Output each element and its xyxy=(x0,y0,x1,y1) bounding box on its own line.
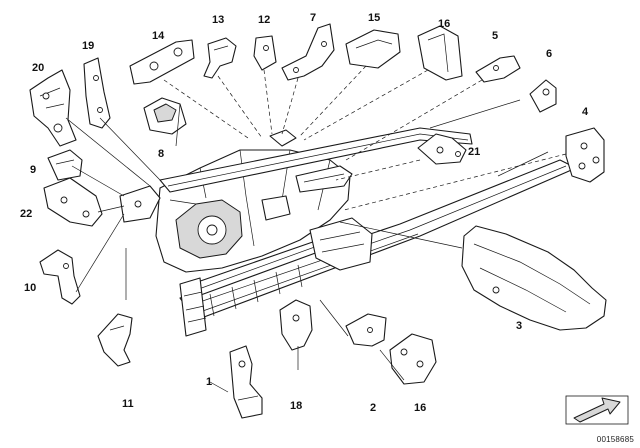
callout-3: 3 xyxy=(516,320,523,332)
callout-18: 18 xyxy=(290,400,303,412)
part-18 xyxy=(279,299,313,351)
diagram-part-number: 00158685 xyxy=(596,435,634,444)
part-21 xyxy=(417,133,467,165)
part-14 xyxy=(129,39,195,85)
callout-1: 1 xyxy=(206,376,213,388)
part-4 xyxy=(565,127,605,183)
callout-15: 15 xyxy=(368,12,381,24)
part-15 xyxy=(345,29,401,69)
part-12 xyxy=(253,35,277,71)
callout-7: 7 xyxy=(310,12,317,24)
callout-6: 6 xyxy=(546,48,553,60)
part-20 xyxy=(29,69,77,147)
part-13 xyxy=(203,37,237,79)
front-end-assembly xyxy=(119,127,577,337)
part-8 xyxy=(143,97,187,135)
part-16-top xyxy=(417,25,463,81)
part-16-bottom xyxy=(389,333,437,385)
part-7 xyxy=(281,23,335,81)
callout-11: 11 xyxy=(122,398,134,410)
callout-9: 9 xyxy=(30,164,37,176)
part-6 xyxy=(529,79,557,113)
part-22 xyxy=(43,177,103,227)
callout-10: 10 xyxy=(24,282,37,294)
arrow-icon xyxy=(565,395,629,425)
part-3 xyxy=(461,225,607,331)
callout-8: 8 xyxy=(158,148,165,160)
part-5 xyxy=(475,55,521,83)
part-19 xyxy=(83,57,111,129)
leader-lines xyxy=(65,99,549,393)
callout-16-bottom: 16 xyxy=(414,402,427,414)
callout-2: 2 xyxy=(370,402,377,414)
callout-12: 12 xyxy=(258,14,271,26)
part-1 xyxy=(229,345,263,419)
callout-16-top: 16 xyxy=(438,18,451,30)
part-2 xyxy=(345,313,387,347)
callout-22: 22 xyxy=(20,208,33,220)
callout-21: 21 xyxy=(468,146,481,158)
callout-5: 5 xyxy=(492,30,499,42)
part-11 xyxy=(97,313,133,367)
callout-4: 4 xyxy=(582,106,589,118)
callout-13: 13 xyxy=(212,14,225,26)
part-9 xyxy=(47,149,83,181)
callout-14: 14 xyxy=(152,30,165,42)
callout-19: 19 xyxy=(82,40,95,52)
callout-20: 20 xyxy=(32,62,45,74)
part-10 xyxy=(39,249,81,305)
dashed-leaders xyxy=(163,65,567,211)
